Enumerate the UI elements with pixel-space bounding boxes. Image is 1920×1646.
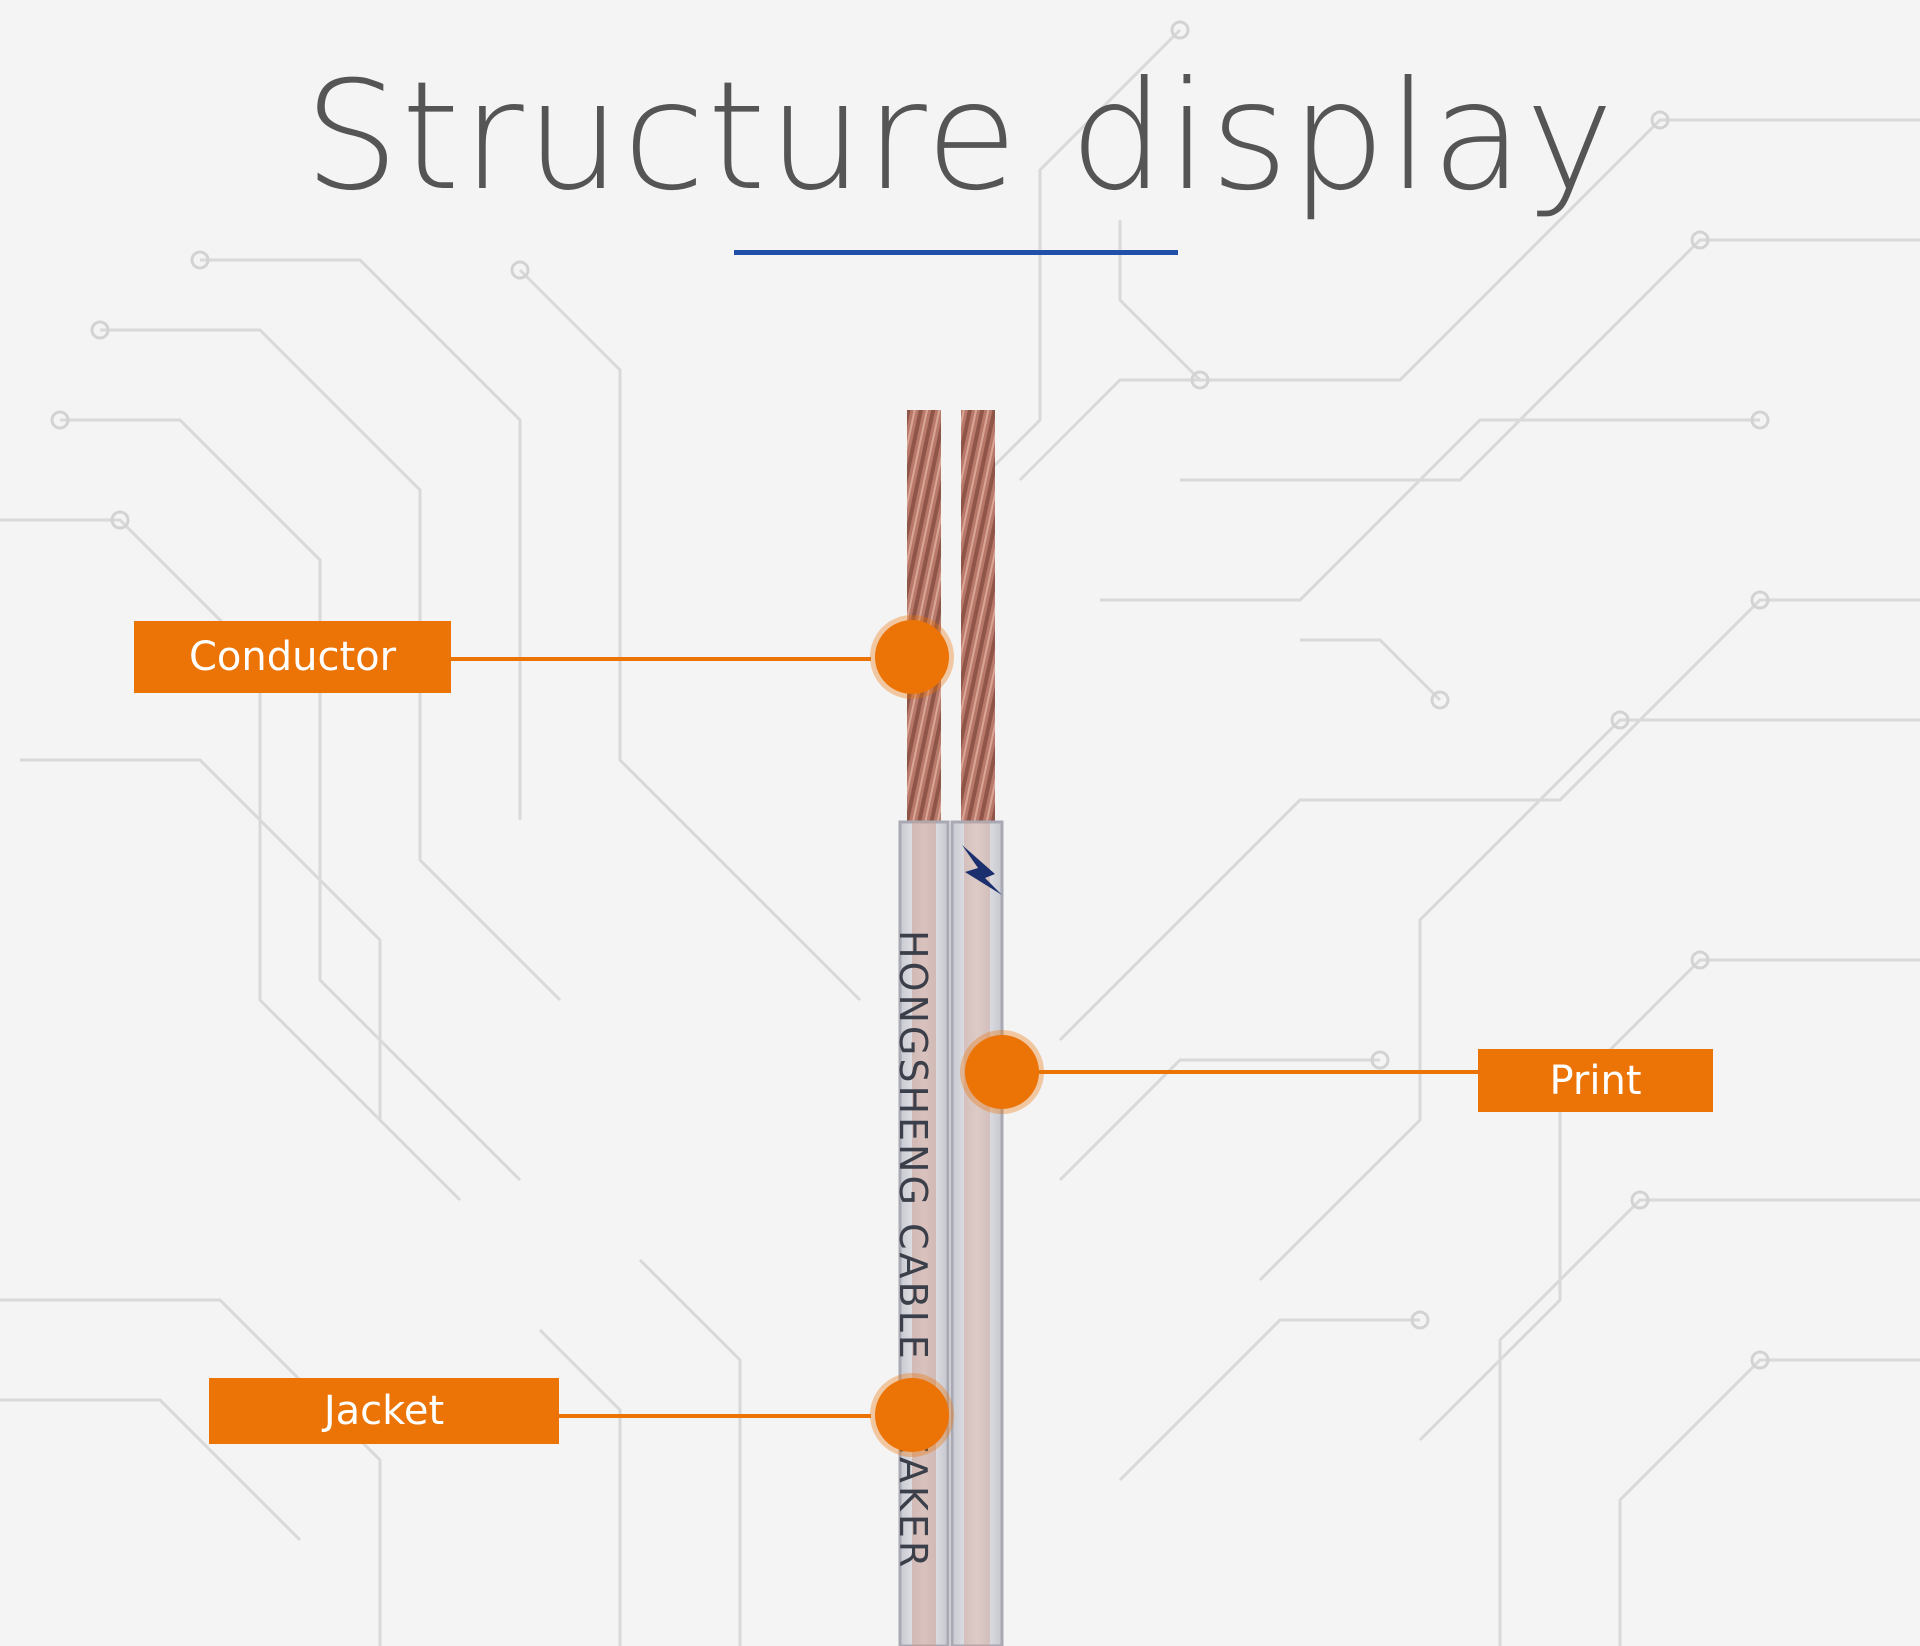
jacket-leader-line [559, 1414, 871, 1418]
cable-jacket [898, 820, 1004, 1646]
print-marker-dot [965, 1035, 1039, 1109]
conductor-label: Conductor [134, 621, 451, 693]
conductor-strands [907, 410, 995, 830]
bird-logo-icon [962, 845, 1002, 895]
conductor-marker-dot [875, 620, 949, 694]
title-underline [734, 250, 1178, 255]
jacket-marker-dot [875, 1378, 949, 1452]
conductor-leader-line [451, 657, 871, 661]
cable-print-text: HONGSHENG CABLE SPEAKER [891, 930, 935, 1571]
jacket-label: Jacket [209, 1378, 559, 1444]
print-leader-line [1036, 1070, 1478, 1074]
print-label: Print [1478, 1049, 1713, 1112]
page-title: Structure display [303, 50, 1617, 224]
